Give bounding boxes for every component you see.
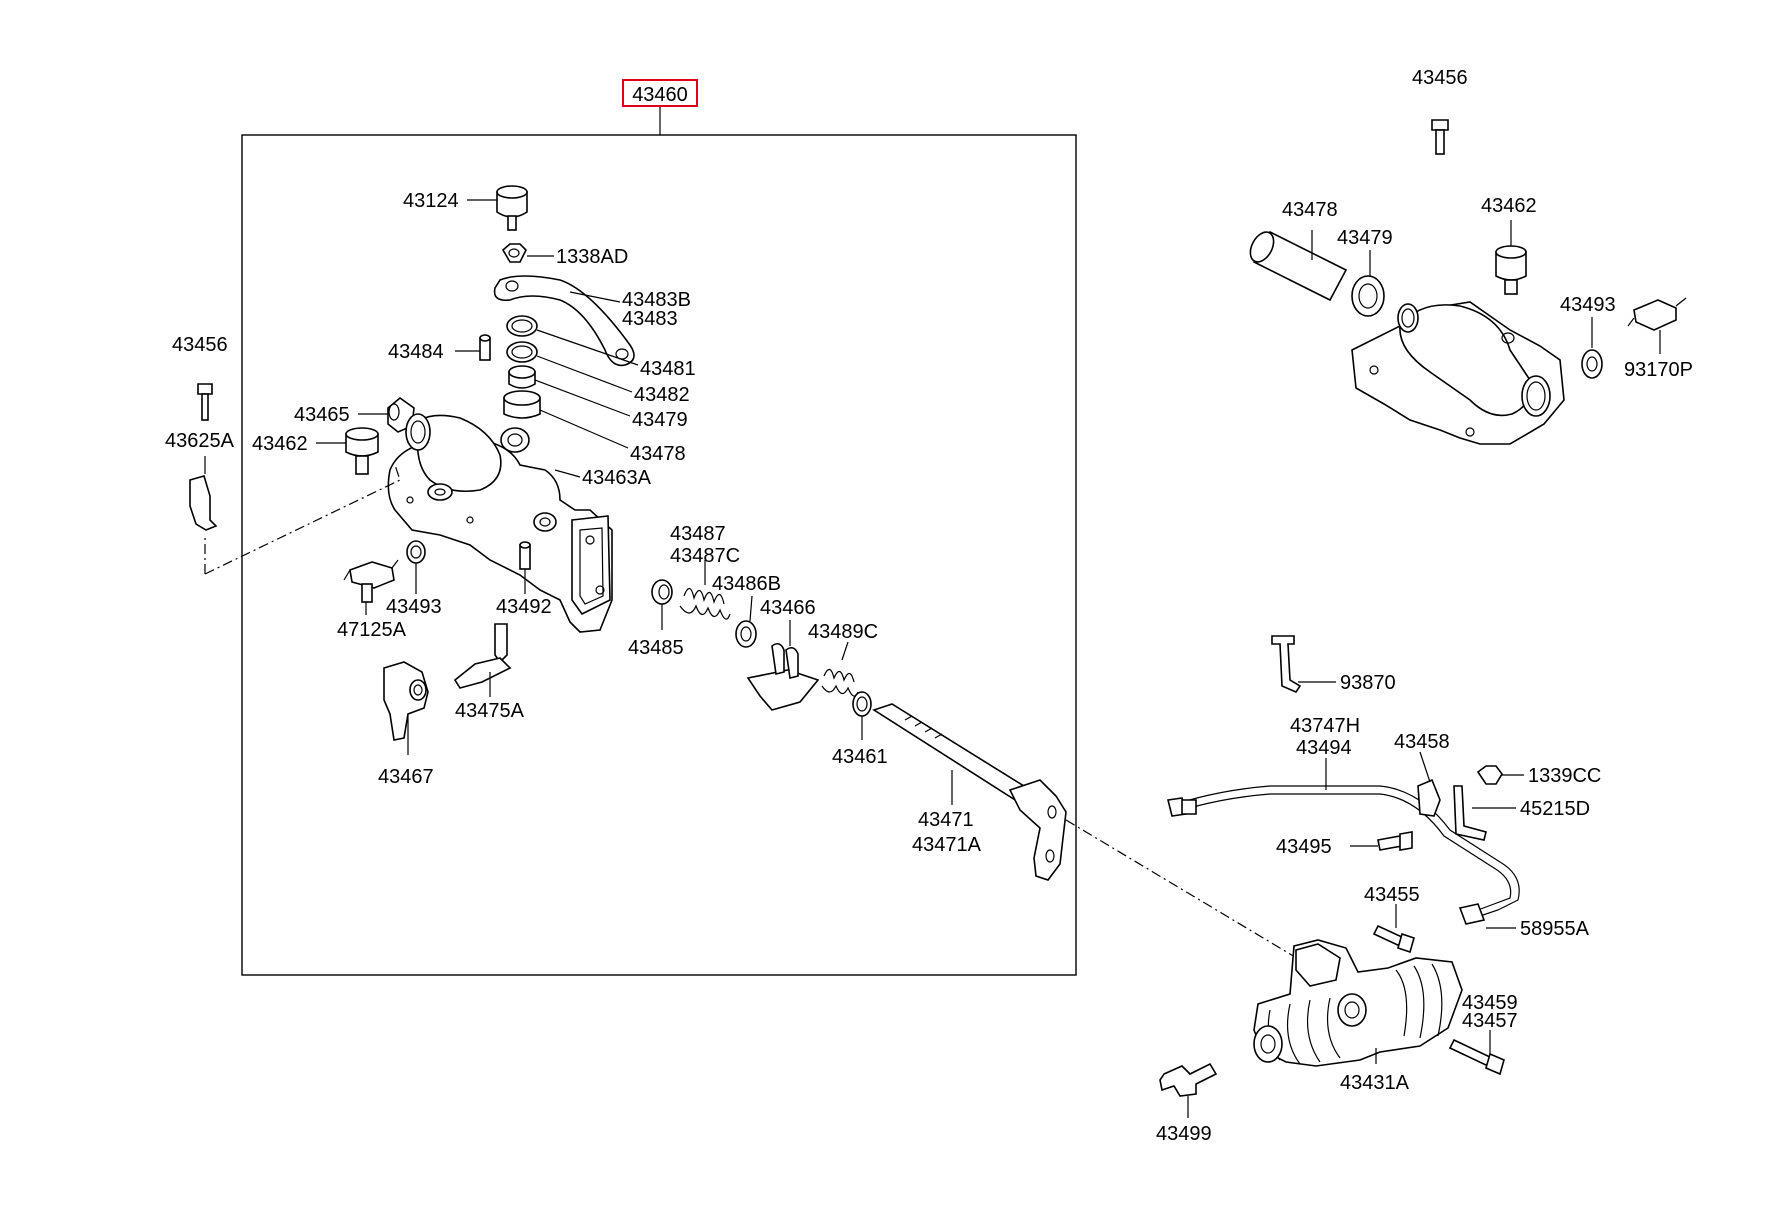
part-43478-sleeve xyxy=(503,390,541,419)
part-43124-knob xyxy=(496,185,528,231)
part-label-43431A[interactable]: 43431A xyxy=(1340,1072,1410,1094)
part-43484-pin xyxy=(479,334,491,361)
part-43483B-lever xyxy=(493,275,635,367)
part-label-43485[interactable]: 43485 xyxy=(628,637,684,659)
part-43463A-housing xyxy=(387,413,613,633)
part-43458-clamp xyxy=(1417,778,1441,817)
part-47125A-switch xyxy=(343,559,399,603)
part-label-43463A[interactable]: 43463A xyxy=(582,467,652,489)
part-label-43455[interactable]: 43455 xyxy=(1364,884,1420,906)
part-label-43481[interactable]: 43481 xyxy=(640,358,696,380)
part-43456-bolt-left xyxy=(197,383,213,421)
part-label-43458[interactable]: 43458 xyxy=(1394,731,1450,753)
part-label-1339CC[interactable]: 1339CC xyxy=(1528,765,1601,787)
part-43478-sleeve-right xyxy=(1249,230,1348,302)
part-label-43499[interactable]: 43499 xyxy=(1156,1123,1212,1145)
part-45215D-bracket xyxy=(1453,785,1487,841)
part-label-43494[interactable]: 43494 xyxy=(1296,737,1352,759)
part-1338AD-nut xyxy=(501,243,527,263)
part-43467-block xyxy=(383,661,429,741)
part-label-43487[interactable]: 43487 xyxy=(670,523,726,545)
part-label-43461[interactable]: 43461 xyxy=(832,746,888,768)
part-label-43482[interactable]: 43482 xyxy=(634,384,690,406)
part-93870-bracket xyxy=(1271,635,1302,693)
part-label-43456b[interactable]: 43456 xyxy=(1412,67,1468,89)
part-label-43625A[interactable]: 43625A xyxy=(165,430,235,452)
part-43481-washer xyxy=(506,315,538,337)
part-43471-shaft xyxy=(872,703,1067,881)
part-cover-housing-right xyxy=(1351,301,1565,445)
part-43485-collar xyxy=(651,579,673,605)
part-43493-washer-right xyxy=(1581,349,1603,379)
part-43494-pipe xyxy=(1167,785,1520,925)
part-label-43484[interactable]: 43484 xyxy=(388,341,444,363)
part-43457-bolt xyxy=(1448,1038,1505,1076)
part-label-43478b[interactable]: 43478 xyxy=(1282,199,1338,221)
part-label-43475A[interactable]: 43475A xyxy=(455,700,525,722)
part-label-43467[interactable]: 43467 xyxy=(378,766,434,788)
part-label-58955A[interactable]: 58955A xyxy=(1520,918,1590,940)
part-43455-bolt xyxy=(1372,924,1415,954)
part-43479-ring-right xyxy=(1351,275,1385,317)
part-label-43489C[interactable]: 43489C xyxy=(808,621,878,643)
part-43495-bolt xyxy=(1377,831,1413,851)
part-93170P-sensor xyxy=(1627,297,1687,331)
part-label-43462b[interactable]: 43462 xyxy=(1481,195,1537,217)
part-43462-cap xyxy=(345,427,379,475)
part-43482-washer xyxy=(506,341,538,363)
part-43466-bracket xyxy=(746,642,820,711)
part-label-47125A[interactable]: 47125A xyxy=(337,619,407,641)
part-label-93870[interactable]: 93870 xyxy=(1340,672,1396,694)
part-label-43456a[interactable]: 43456 xyxy=(172,334,228,356)
part-label-43124[interactable]: 43124 xyxy=(403,190,459,212)
part-label-43483B[interactable]: 43483B xyxy=(622,289,691,311)
part-label-43460[interactable]: 43460 xyxy=(622,79,698,107)
part-label-43465[interactable]: 43465 xyxy=(294,404,350,426)
part-label-43495[interactable]: 43495 xyxy=(1276,836,1332,858)
part-label-43462a[interactable]: 43462 xyxy=(252,433,308,455)
part-label-43471[interactable]: 43471 xyxy=(918,809,974,831)
part-label-43479b[interactable]: 43479 xyxy=(1337,227,1393,249)
part-label-43479a[interactable]: 43479 xyxy=(632,409,688,431)
assembly-frame xyxy=(241,106,1077,976)
part-label-43459[interactable]: 43459 xyxy=(1462,992,1518,1014)
part-43461-ring xyxy=(852,691,872,717)
part-label-43493a[interactable]: 43493 xyxy=(386,596,442,618)
part-label-93170P[interactable]: 93170P xyxy=(1624,359,1693,381)
part-43431A-cylinder xyxy=(1253,939,1463,1067)
part-43475A-lever xyxy=(453,623,512,689)
part-43487-spring xyxy=(679,587,731,620)
part-1339CC-nut xyxy=(1476,765,1503,785)
part-label-43493b[interactable]: 43493 xyxy=(1560,294,1616,316)
part-label-43483[interactable]: 43483 xyxy=(622,308,678,330)
part-label-43466[interactable]: 43466 xyxy=(760,597,816,619)
selected-part-highlight xyxy=(622,79,698,107)
part-43456-bolt-right xyxy=(1431,119,1449,155)
part-43493-washer-left xyxy=(406,540,426,564)
part-label-43487C[interactable]: 43487C xyxy=(670,545,740,567)
svg-text:43460: 43460 xyxy=(632,84,688,106)
part-43492-pin xyxy=(519,541,531,570)
part-label-43471A[interactable]: 43471A xyxy=(912,834,982,856)
part-43486B-washer xyxy=(735,620,757,648)
part-43479-bushing xyxy=(508,365,536,389)
part-43462-cap-right xyxy=(1495,245,1527,295)
part-label-43478a[interactable]: 43478 xyxy=(630,443,686,465)
part-43499-fitting xyxy=(1159,1062,1218,1097)
connector-line-left xyxy=(204,464,401,575)
part-label-43747H[interactable]: 43747H xyxy=(1290,715,1360,737)
part-43625A-clip xyxy=(189,475,218,531)
part-label-43486B[interactable]: 43486B xyxy=(712,573,781,595)
part-label-1338AD[interactable]: 1338AD xyxy=(556,246,628,268)
part-label-45215D[interactable]: 45215D xyxy=(1520,798,1590,820)
part-43489C-spring xyxy=(821,668,859,697)
part-label-43457[interactable]: 43457 xyxy=(1462,1010,1518,1032)
connector-line-shaft xyxy=(1065,819,1301,961)
part-label-43492[interactable]: 43492 xyxy=(496,596,552,618)
